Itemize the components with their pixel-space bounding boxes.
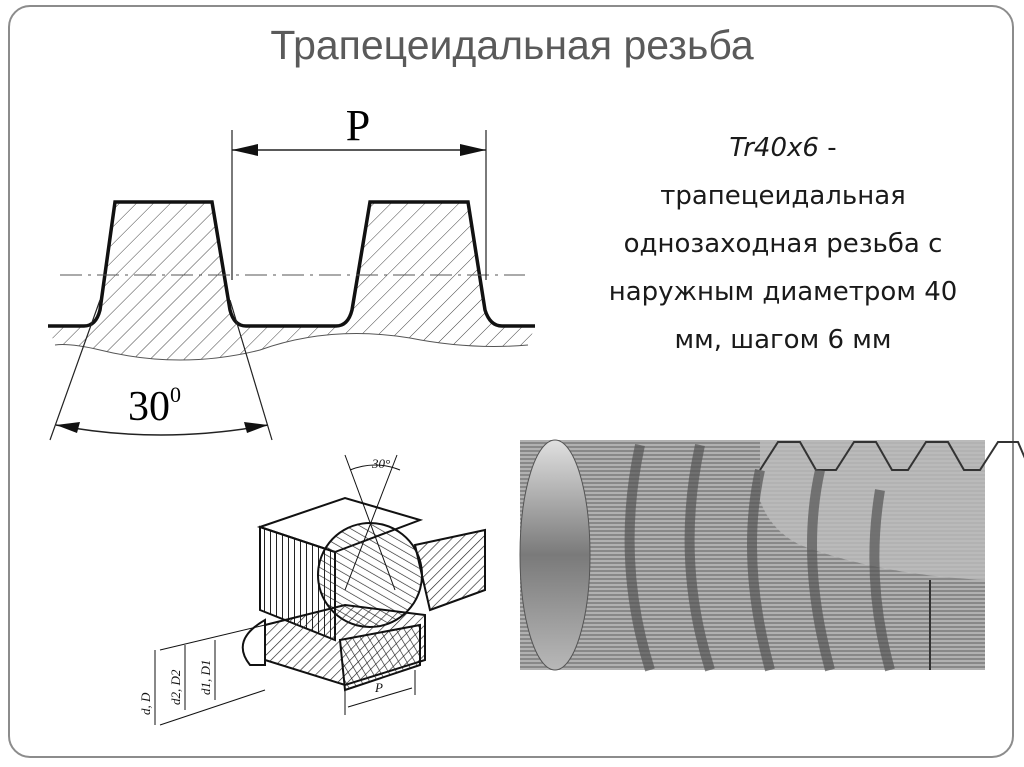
desc-line: наружным диаметром 40	[608, 277, 958, 307]
dash: -	[818, 133, 837, 163]
svg-text:d2, D2: d2, D2	[168, 669, 183, 705]
thread-code: Tr40x6	[729, 133, 819, 163]
pitch-label: P	[346, 101, 370, 150]
desc-line: однозаходная резьба с	[623, 229, 943, 259]
svg-text:d, D: d, D	[138, 692, 153, 715]
slide-title: Трапецеидальная резьба	[270, 22, 754, 68]
svg-text:d1, D1: d1, D1	[198, 660, 213, 695]
svg-text:P: P	[374, 680, 383, 695]
slide-frame	[8, 5, 1014, 758]
angle-label: 300	[128, 382, 181, 430]
desc-line: трапецеидальная	[660, 181, 906, 211]
isometric-thread-drawing	[154, 454, 486, 726]
desc-line: мм, шагом 6 мм	[674, 325, 892, 355]
isometric-labels: 30° d, D d2, D2 d1, D1 P	[138, 456, 390, 715]
thread-profile-drawing: P 300	[48, 101, 535, 441]
thread-description: Tr40x6 - трапецеидальная однозаходная ре…	[548, 124, 1018, 364]
screw-image	[519, 439, 1024, 672]
svg-text:30°: 30°	[371, 456, 390, 471]
